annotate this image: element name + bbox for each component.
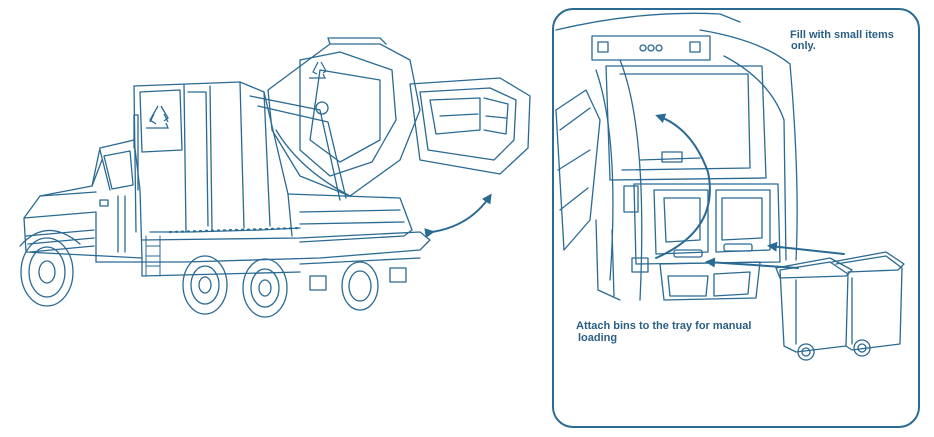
load-arrow — [705, 257, 799, 269]
rear-wheel — [182, 255, 228, 315]
trash-bin — [831, 251, 905, 357]
recycle-icon — [309, 61, 327, 79]
attach-note: Attach bins to the tray for manual — [576, 320, 752, 332]
detail-loader-closeup — [555, 12, 798, 301]
load-arrow — [767, 241, 845, 255]
truck-cab — [23, 114, 143, 263]
attach-note-line2: loading — [578, 332, 618, 344]
garbage-truck — [19, 37, 531, 318]
fill-note: Fill with small items — [790, 29, 894, 41]
front-tray — [409, 77, 531, 175]
loader-hopper — [267, 37, 421, 197]
rear-wheel — [242, 258, 288, 318]
fill-note-line2: only. — [791, 40, 816, 52]
front-wheel — [19, 229, 81, 307]
rear-wheel — [341, 261, 379, 311]
lift-arrow — [655, 113, 711, 259]
trash-bin — [775, 257, 853, 361]
tilt-arrow — [424, 193, 492, 239]
detail-callout-frame — [552, 8, 920, 428]
recycle-icon — [146, 105, 169, 129]
truck-body — [133, 81, 293, 237]
